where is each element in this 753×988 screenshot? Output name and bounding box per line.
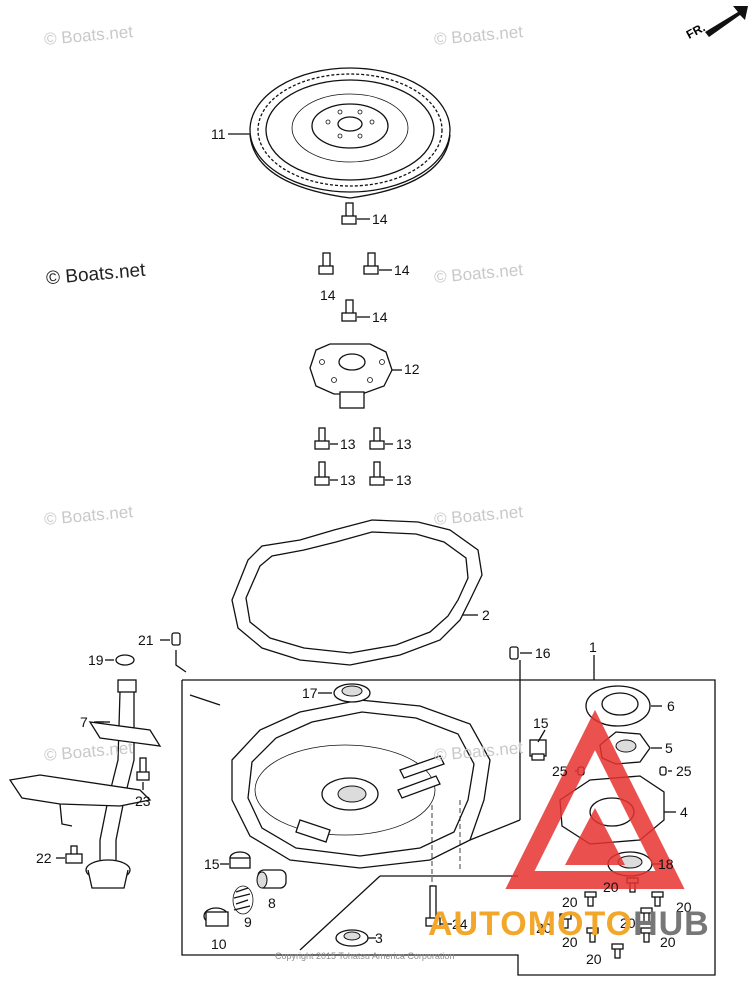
callout-13: 13 [340,436,356,452]
callout-1: 1 [589,639,597,655]
callout-20: 20 [603,879,619,895]
pins-and-washer [105,632,532,673]
callout-20: 20 [586,951,602,967]
callout-18: 18 [658,856,674,872]
callout-7: 7 [80,714,88,730]
callout-14: 14 [372,309,388,325]
callout-22: 22 [36,850,52,866]
spring-9 [232,885,254,915]
gasket [231,519,483,666]
callout-13: 13 [396,472,412,488]
oil-seal-17 [318,683,371,703]
callout-14: 14 [372,211,388,227]
flywheel [249,67,451,199]
bolt-24 [425,885,452,927]
callout-15: 15 [533,715,549,731]
callout-13: 13 [396,436,412,452]
callout-20: 20 [676,899,692,915]
callout-23: 23 [135,793,151,809]
callout-20: 20 [562,934,578,950]
callout-13: 13 [340,472,356,488]
bolt-23 [136,757,150,781]
oil-pump-gear-6 [585,685,662,727]
callout-17: 17 [302,685,318,701]
logo-text-part2: HUB [633,905,710,943]
callout-5: 5 [665,740,673,756]
callout-20: 20 [536,920,552,936]
seal-3 [335,929,376,947]
bolt-22 [56,845,83,864]
dipstick-tube [8,679,162,889]
callout-11: 11 [211,126,226,142]
callout-20: 20 [660,934,676,950]
callout-14: 14 [394,262,410,278]
callout-4: 4 [680,804,688,820]
callout-12: 12 [404,361,420,377]
logo-text-part1: AUTOMOTO [428,905,634,943]
callout-19: 19 [88,652,104,668]
plug-10 [203,907,229,927]
callout-10: 10 [211,936,227,952]
automotohub-logo-triangle [505,709,685,889]
callout-14: 14 [320,287,336,303]
bolt-14-group [318,202,392,322]
drive-plate [309,343,402,409]
callout-15: 15 [204,856,220,872]
callout-9: 9 [244,914,252,930]
assembly-1-boundary [181,679,716,976]
valve-8 [256,869,287,889]
callout-24: 24 [452,916,468,932]
leader-lines [96,133,672,951]
callout-2: 2 [482,607,490,623]
callout-25: 25 [676,763,692,779]
callout-20: 20 [562,894,578,910]
bolt-13-group [314,427,393,486]
automotohub-logo-text: AUTOMOTOHUB [428,905,710,944]
plug-15-lower [220,851,251,869]
callout-6: 6 [667,698,675,714]
front-direction-arrow [705,6,748,37]
callout-21: 21 [138,632,154,648]
callout-20: 20 [620,915,636,931]
plug-15-upper [529,739,547,761]
callout-8: 8 [268,895,276,911]
callout-3: 3 [375,930,383,946]
copyright-text: Copyright 2015 Tohatsu America Corporati… [275,951,455,961]
converter-housing [231,699,491,890]
callout-16: 16 [535,645,551,661]
callout-25: 25 [552,763,568,779]
